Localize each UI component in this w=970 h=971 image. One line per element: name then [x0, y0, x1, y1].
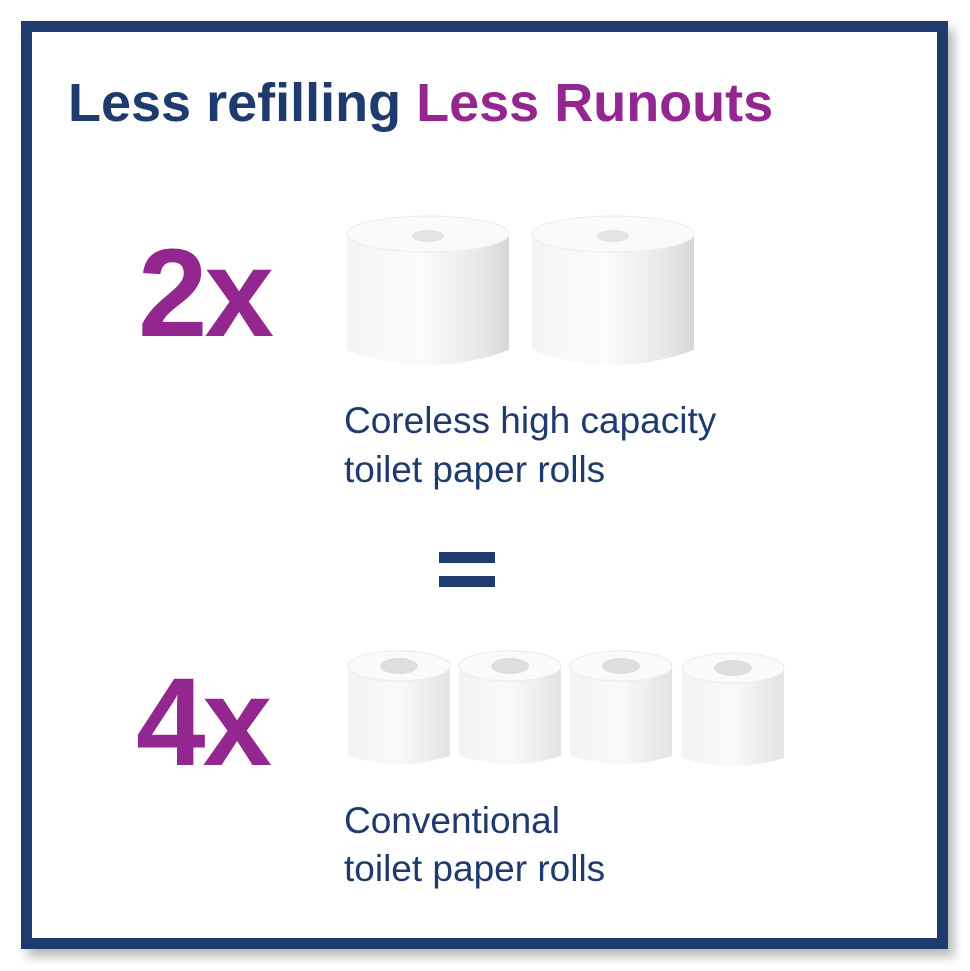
conventional-roll-icon [680, 650, 786, 770]
headline-part-2: Less Runouts [416, 73, 774, 133]
conventional-roll-icon [568, 648, 674, 768]
conventional-roll-icon [457, 648, 563, 768]
coreless-description-line-1: Coreless high capacity [344, 400, 717, 441]
coreless-roll-icon [345, 214, 511, 372]
coreless-description-line-2: toilet paper rolls [344, 449, 606, 490]
equals-sign [439, 552, 495, 588]
headline-part-1: Less refilling [68, 73, 402, 133]
headline: Less refilling Less Runouts [68, 72, 773, 134]
multiplier-4x: 4x [136, 653, 272, 792]
multiplier-2x: 2x [138, 224, 274, 363]
conventional-roll-icon [346, 648, 452, 768]
conventional-description-line-1: Conventional [344, 800, 560, 841]
conventional-description-line-2: toilet paper rolls [344, 848, 606, 889]
coreless-roll-icon [530, 214, 696, 372]
infographic-frame [21, 21, 948, 949]
